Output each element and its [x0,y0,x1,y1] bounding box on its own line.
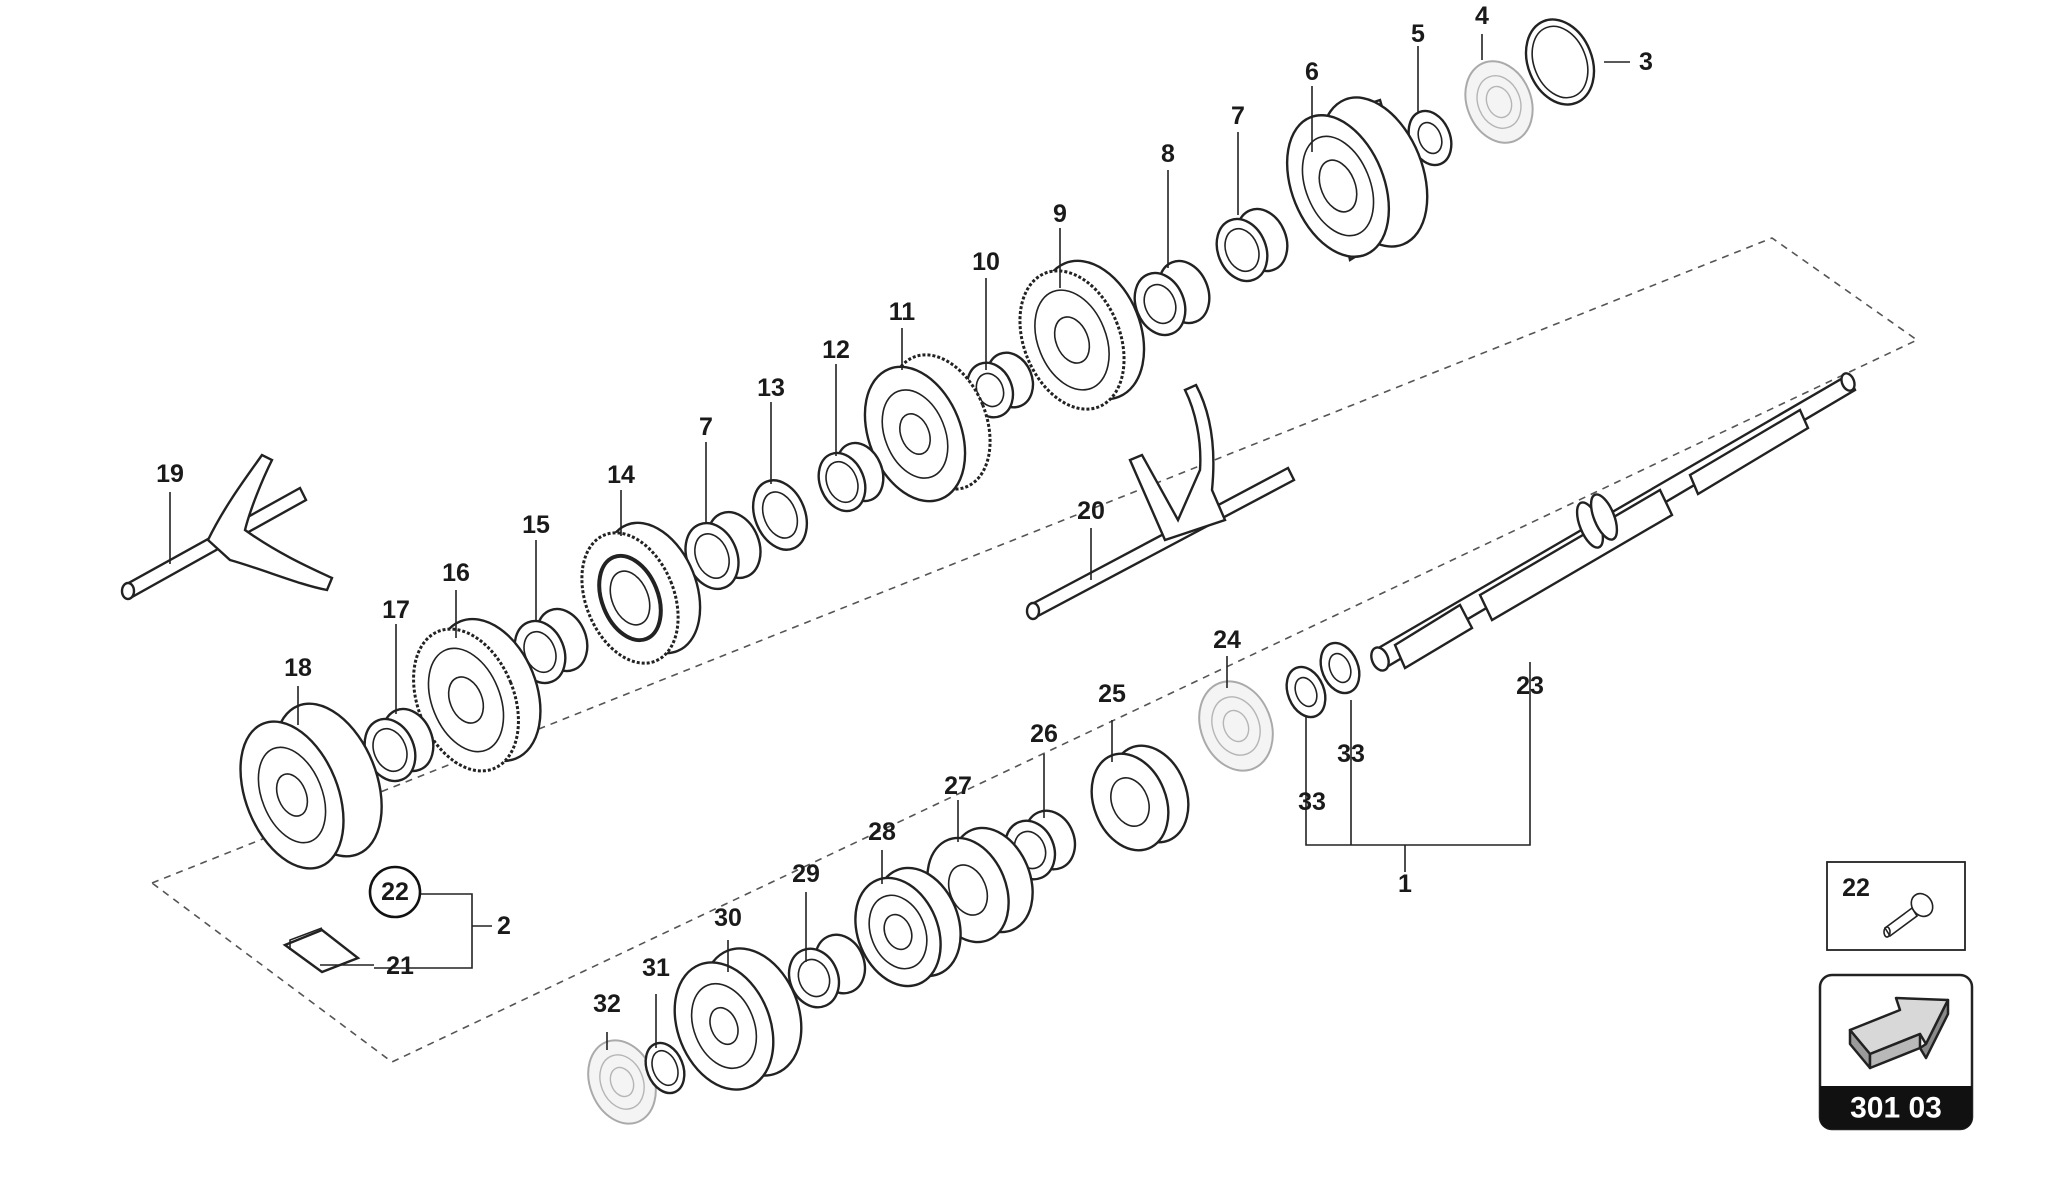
label-33-b: 33 [1337,740,1365,768]
part-5-washer [1407,109,1453,167]
label-18: 18 [284,654,312,682]
label-19: 19 [156,460,184,488]
part-19-shift-fork [120,453,334,601]
label-7-upper: 7 [1231,102,1245,130]
part-33-washer-a [1285,665,1327,719]
part-18-bearing [239,702,383,870]
label-32: 32 [593,990,621,1018]
arrow-up-right-icon [1848,996,1950,1070]
label-1: 1 [1398,870,1412,898]
part-17-sleeve [363,707,435,783]
label-5: 5 [1411,20,1425,48]
part-20-shift-fork [1025,383,1296,621]
leader-lines [169,34,1630,1050]
label-23: 23 [1516,672,1544,700]
label-7-lower: 7 [699,413,713,441]
part-13-ring [751,479,809,551]
label-16: 16 [442,559,470,587]
label-22: 22 [381,878,409,906]
label-9: 9 [1053,200,1067,228]
page-reference-label: 301 03 [1850,1092,1942,1125]
label-10: 10 [972,248,1000,276]
label-29: 29 [792,860,820,888]
part-28-bearing [854,866,962,988]
label-11: 11 [889,298,916,326]
label-3: 3 [1639,48,1653,76]
part-9-gear [1018,259,1146,411]
part-4-bearing [1464,60,1534,144]
part-16-gear [412,617,542,773]
label-4: 4 [1475,2,1489,30]
part-33-washer-b [1319,641,1361,695]
label-21: 21 [386,952,414,980]
part-8-bushing [1133,259,1211,337]
part-21-lock-plate [282,927,361,974]
assembly-outline [151,237,1919,1063]
detail-box-22: 22 [1826,861,1966,951]
part-12-sleeve [817,441,885,513]
label-14: 14 [607,461,635,489]
part-25-bearing [1090,744,1190,852]
part-6-bearing [1285,96,1429,262]
label-30: 30 [714,904,742,932]
bolt-icon [1883,892,1934,938]
part-14-synchro-hub [580,521,702,665]
part-22-callout-circle [368,865,422,919]
label-28: 28 [868,818,896,846]
label-27: 27 [944,772,972,800]
label-17: 17 [382,596,410,624]
label-25: 25 [1098,680,1126,708]
label-20: 20 [1077,497,1105,525]
part-23-main-shaft [1370,372,1857,672]
part-7-sleeve-upper [1215,207,1289,283]
label-8: 8 [1161,140,1175,168]
label-6: 6 [1305,58,1319,86]
label-24: 24 [1213,626,1241,654]
label-26: 26 [1030,720,1058,748]
part-3-ring [1524,18,1596,106]
part-24-bearing [1198,680,1274,772]
part-labels: 3 4 5 6 7 8 9 10 11 12 13 7 14 15 16 17 … [156,2,1653,1018]
label-13: 13 [757,374,785,402]
label-15: 15 [522,511,550,539]
label-12: 12 [822,336,850,364]
label-2: 2 [497,912,511,940]
detail-box-label: 22 [1842,874,1870,902]
part-29-bushing [787,933,867,1009]
label-33-a: 33 [1298,788,1326,816]
page-reference-nav[interactable]: 301 03 [1818,973,1974,1131]
label-31: 31 [642,954,670,982]
part-11-gear [863,353,992,503]
